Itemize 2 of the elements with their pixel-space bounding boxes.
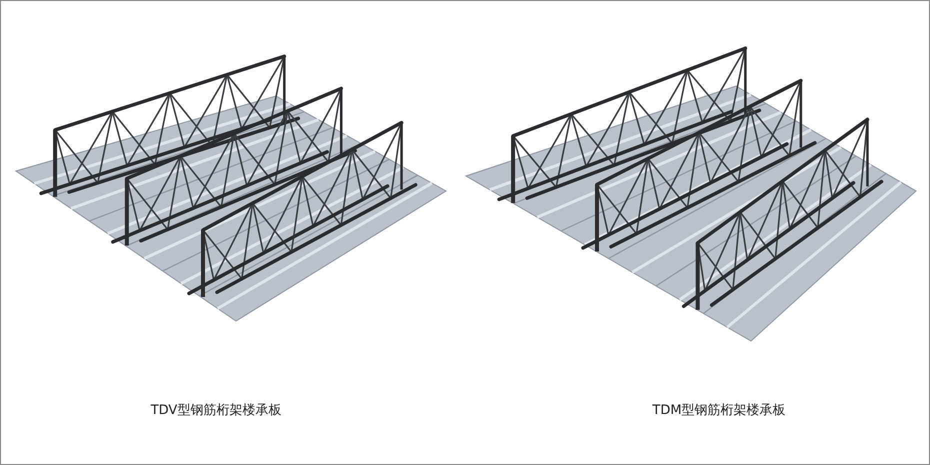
image-caption: TDM型钢筋桁架楼承板 — [652, 402, 786, 419]
image-caption: TDV型钢筋桁架楼承板 — [150, 402, 282, 419]
